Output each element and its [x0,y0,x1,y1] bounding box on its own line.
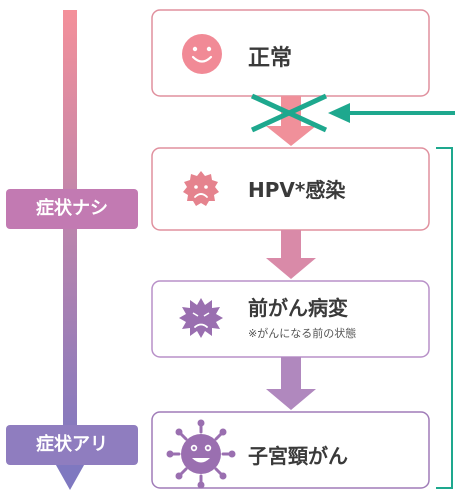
stage-label-hpv-infection: HPV*感染 [248,178,346,202]
stage-note-precancer: ※がんになる前の状態 [248,327,357,340]
stage-label-normal: 正常 [248,46,293,71]
badge-symptoms: 症状アリ [6,425,138,465]
badge-no-symptoms: 症状ナシ [6,189,138,229]
spiky-virus-icon [166,419,236,489]
stage-label-precancer: 前がん病変 [248,296,348,320]
blocked-cross-icon [250,93,328,133]
arrow-precancer-to-cancer [266,357,316,410]
timeline-arrow [52,10,88,490]
arrow-hpv-to-precancer [266,230,316,279]
sad-virus-icon [183,171,219,206]
smiley-face-icon [182,34,222,74]
angry-virus-icon [179,298,223,338]
prevention-bracket-arrow [328,103,455,489]
stage-label-cervical-cancer: 子宮頸がん [248,444,348,468]
